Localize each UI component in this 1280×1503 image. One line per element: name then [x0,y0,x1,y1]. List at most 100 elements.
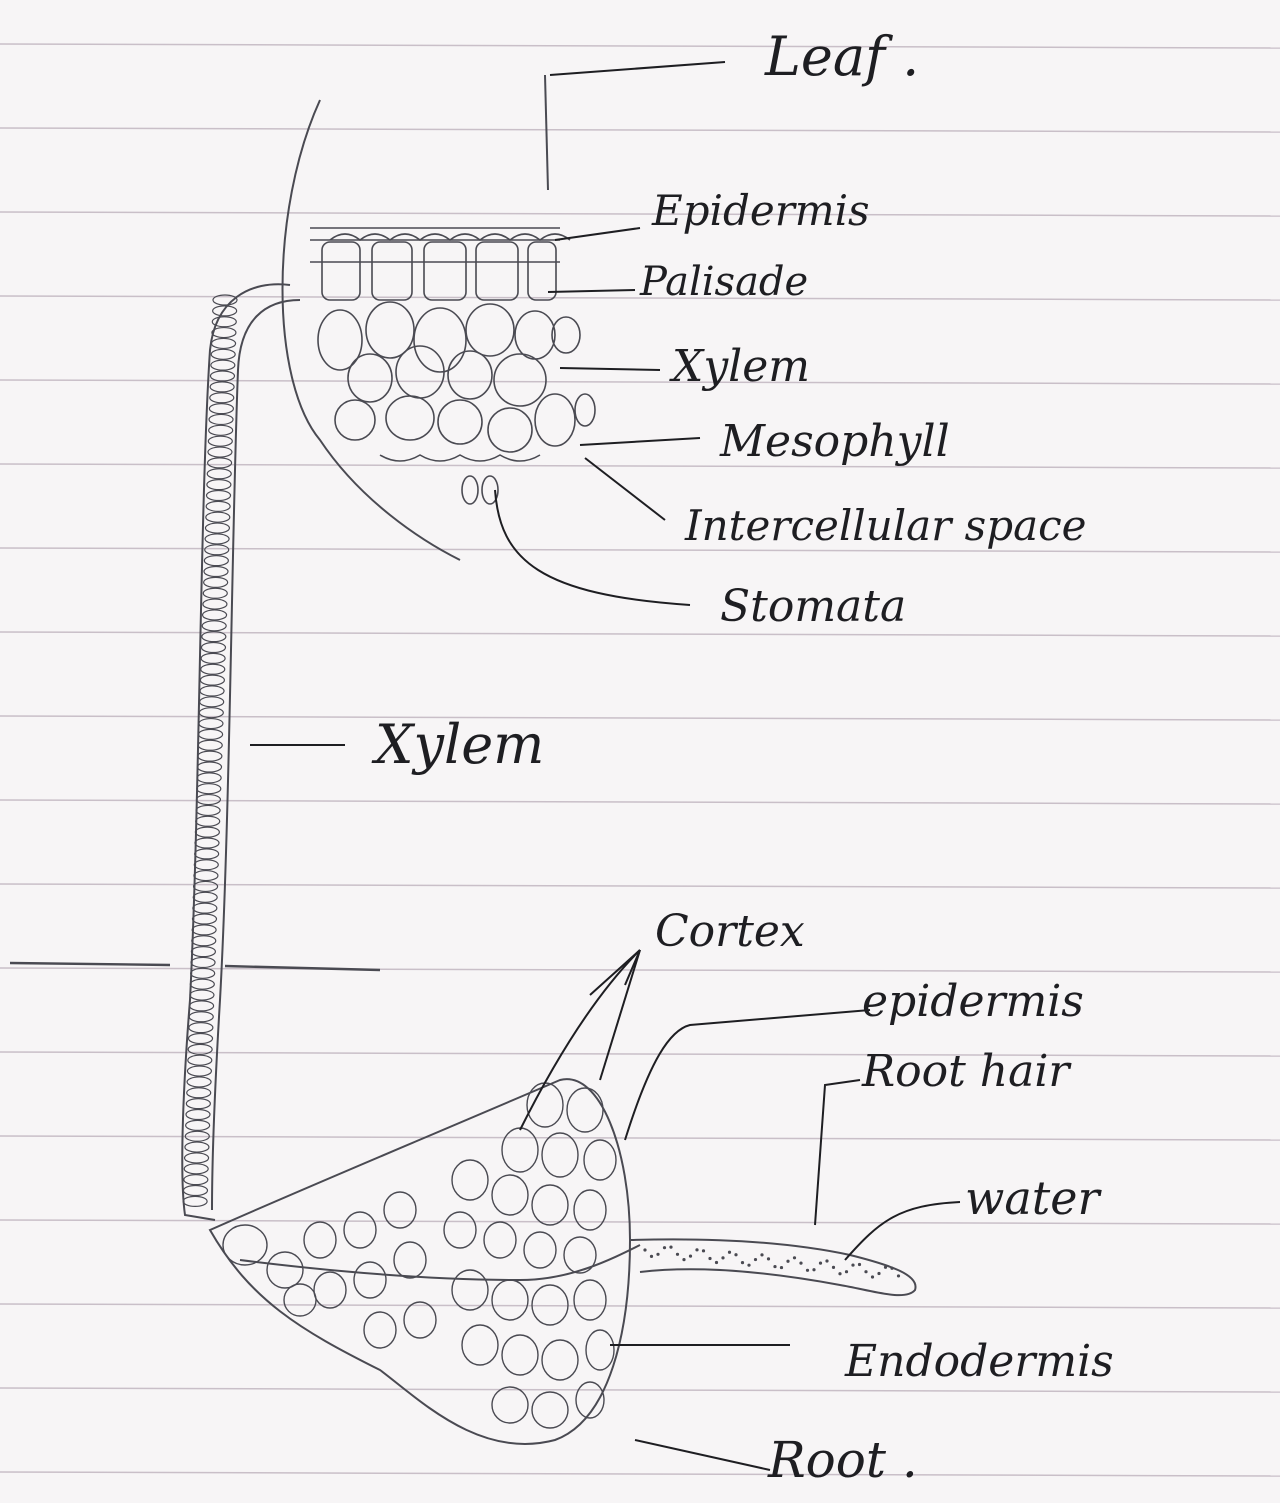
xylem-spiral-ring [210,382,234,392]
xylem-spiral-ring [187,1077,211,1087]
xylem-spiral-ring [184,1164,208,1174]
xylem-spiral-ring [188,1055,212,1065]
label-epidermis-root: epidermis [862,980,1084,1024]
label-xylem-leaf: Xylem [672,345,810,389]
xylem-spiral-ring [202,621,226,631]
leaf-epidermis-cells [310,228,570,240]
water-particle [812,1268,815,1271]
ruled-line [0,44,1280,48]
xylem-spiral-ring [196,795,220,805]
xylem-spiral-ring [203,588,227,598]
water-particle [780,1266,783,1269]
leader-palisade [548,290,635,292]
xylem-spiral-ring [192,925,216,935]
ruled-line [0,884,1280,888]
xylem-spiral-ring [187,1088,211,1098]
xylem-spiral-ring [212,338,236,348]
xylem-spiral-ring [199,719,223,729]
water-particle [806,1269,809,1272]
xylem-spiral-ring [195,849,219,859]
water-particle [884,1266,887,1269]
water-particle [845,1270,848,1273]
water-particle [825,1259,828,1262]
xylem-spiral-ring [190,979,214,989]
xylem-spiral-ring [201,653,225,663]
xylem-spiral-ring [204,567,228,577]
palisade-cells [310,242,560,300]
xylem-spiral-ring [212,317,236,327]
water-particle [676,1253,679,1256]
xylem-spiral-ring [189,1012,213,1022]
xylem-spiral-ring [194,881,218,891]
water-particle [799,1262,802,1265]
xylem-spiral-ring [204,577,228,587]
water-particle [747,1264,750,1267]
water-particle [890,1267,893,1270]
water-particle [760,1253,763,1256]
xylem-spiral-ring [201,664,225,674]
water-particle [786,1260,789,1263]
leader-leaf [550,62,725,75]
ruled-line [0,716,1280,720]
water-particle [734,1253,737,1256]
water-particle [689,1255,692,1258]
water-particle [663,1246,666,1249]
xylem-spiral-ring [186,1120,210,1130]
xylem-spiral-ring [197,773,221,783]
water-particle [643,1248,646,1251]
xylem-spiral-ring [207,480,231,490]
xylem-spiral-ring [212,328,236,338]
label-epidermis-leaf: Epidermis [652,190,870,232]
root-cells [223,1083,616,1428]
xylem-spiral-ring [194,871,218,881]
water-particle [897,1274,900,1277]
water-particle [877,1272,880,1275]
water-particle [708,1257,711,1260]
water-particle [832,1266,835,1269]
water-particle [819,1262,822,1265]
xylem-spiral-ring [194,860,218,870]
leader-mesophyll [580,438,700,445]
label-stomata: Stomata [720,585,906,629]
xylem-spiral-ring [190,990,214,1000]
leader-root [635,1440,770,1470]
ruled-line [0,800,1280,804]
xylem-spiral-ring [208,447,232,457]
leader-epidermis [555,228,640,240]
leader-epidermis-root [625,1010,870,1140]
xylem-spiral-ring [187,1066,211,1076]
xylem-spiral-ring [189,1023,213,1033]
ruled-line [0,128,1280,132]
water-particle [702,1249,705,1252]
water-particle [650,1255,653,1258]
water-particle [864,1270,867,1273]
water-particle [656,1253,659,1256]
xylem-spiral-ring [206,501,230,511]
water-particle [838,1272,841,1275]
xylem-spiral-ring [189,1033,213,1043]
leader-lines [250,62,960,1470]
xylem-spiral-ring [185,1153,209,1163]
label-intercellular-space: Intercellular space [685,505,1087,547]
xylem-spiral-ring [198,740,222,750]
leaf-outline [283,100,461,560]
water-particle [754,1258,757,1261]
leader-stomata [495,490,690,605]
xylem-spiral-ring [207,490,231,500]
xylem-spiral-ring [185,1142,209,1152]
xylem-spiral-ring [205,545,229,555]
xylem-spiral-ring [186,1110,210,1120]
label-endodermis: Endodermis [845,1340,1114,1384]
water-particle [741,1261,744,1264]
xylem-spiral-ring [200,697,224,707]
water-particle [715,1261,718,1264]
xylem-spiral-ring [195,838,219,848]
xylem-spiral-ring [183,1186,207,1196]
xylem-spiral-ring [208,436,232,446]
xylem-spiral-ring [191,957,215,967]
xylem-spiral-ring [190,1001,214,1011]
xylem-spiral-ring [186,1099,210,1109]
label-water: water [965,1175,1100,1221]
xylem-spiral-ring [205,523,229,533]
